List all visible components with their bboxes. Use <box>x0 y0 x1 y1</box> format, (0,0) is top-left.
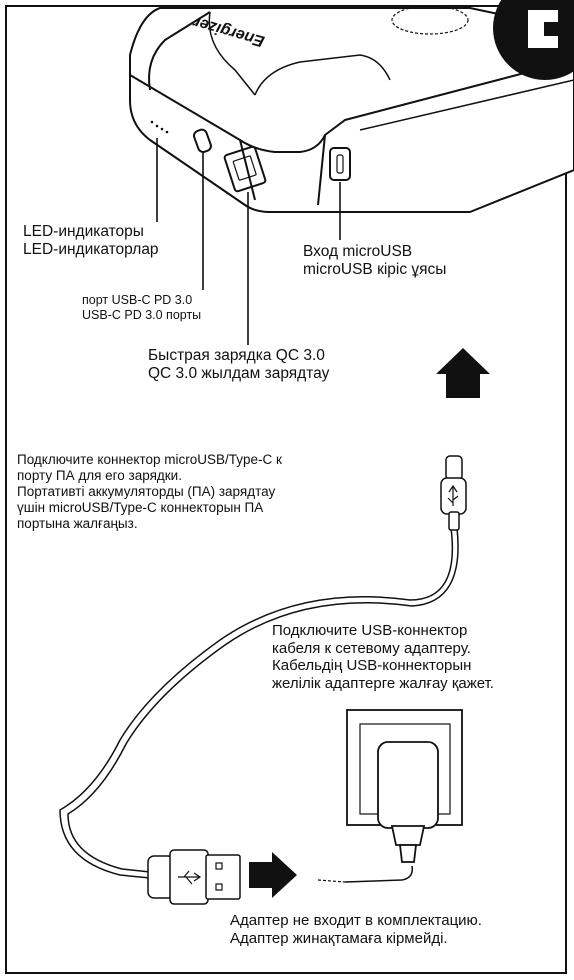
dashed-line <box>317 879 346 883</box>
qc-port-label-ru: Быстрая зарядка QC 3.0 <box>148 347 325 364</box>
up-arrow-icon <box>436 348 490 398</box>
connect-adapter-instruction: Подключите USB-коннектор кабеля к сетево… <box>272 622 494 693</box>
connect-powerbank-instruction: Подключите коннектор microUSB/Type-C к п… <box>17 452 282 532</box>
wall-adapter-icon <box>346 709 463 863</box>
led-label-ru: LED-индикаторы <box>23 223 144 240</box>
instruction-line: порту ПА для его зарядки. <box>17 467 182 483</box>
led-label: LED-индикаторы LED-индикаторлар <box>23 223 159 260</box>
qc-port-label-kz: QC 3.0 жылдам зарядтау <box>148 365 330 383</box>
instruction-line: портына жалғаңыз. <box>17 515 138 531</box>
led-label-kz: LED-индикаторлар <box>23 241 159 259</box>
usb-symbol-icon <box>447 484 459 506</box>
cable-icon <box>59 527 459 879</box>
usbc-port-label-ru: порт USB-C PD 3.0 <box>82 293 193 307</box>
adapter-cable <box>344 865 414 883</box>
microusb-input-label-kz: microUSB кіріс ұясы <box>303 261 447 279</box>
instruction-line: Кабельдің USB-коннекторын <box>272 657 472 675</box>
adapter-note-kz: Адаптер жинақтамаға кірмейді. <box>230 929 448 947</box>
leader-lines <box>156 138 341 345</box>
usbc-port-label-kz: USB-C PD 3.0 порты <box>82 307 202 322</box>
qc-port-label: Быстрая зарядка QC 3.0 QC 3.0 жылдам зар… <box>148 347 329 384</box>
usb-a-connector-icon <box>147 849 241 905</box>
instruction-line: Подключите USB-коннектор <box>272 622 468 639</box>
instruction-line: үшін microUSB/Type-C коннекторын ПА <box>17 499 264 515</box>
instruction-line: кабеля к сетевому адаптеру. <box>272 639 471 657</box>
adapter-note: Адаптер не входит в комплектацию. Адапте… <box>230 912 482 947</box>
microusb-input-label: Вход microUSB microUSB кіріс ұясы <box>303 243 446 280</box>
right-arrow-icon <box>249 852 297 898</box>
microusb-input-label-ru: Вход microUSB <box>303 243 413 260</box>
corner-tab-icon <box>493 0 574 80</box>
powerbank-illustration <box>129 5 574 213</box>
instruction-line: Портативті аккумуляторды (ПА) зарядтау <box>17 483 276 499</box>
micro-connector-icon <box>440 455 467 531</box>
usbc-port-label: порт USB-C PD 3.0 USB-C PD 3.0 порты <box>82 293 201 323</box>
instruction-line: желілік адаптерге жалғау қажет. <box>272 675 494 693</box>
page-frame <box>5 5 567 974</box>
instruction-line: Подключите коннектор microUSB/Type-C к <box>17 452 282 467</box>
adapter-note-ru: Адаптер не входит в комплектацию. <box>230 912 482 929</box>
